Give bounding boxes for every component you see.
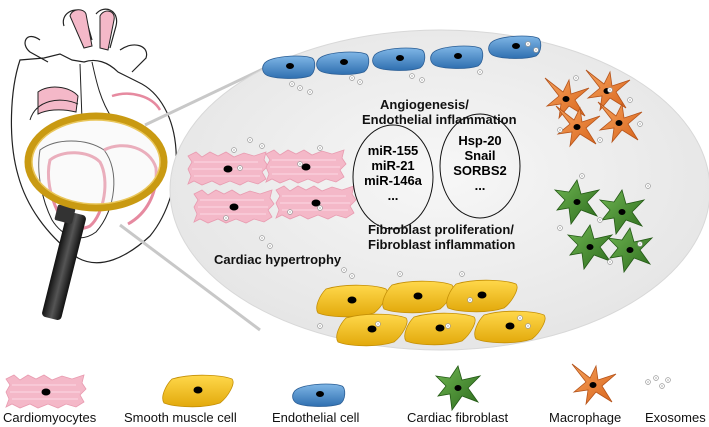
fibroblast-label-1: Fibroblast proliferation/ xyxy=(368,222,514,237)
legend-label-macrophage: Macrophage xyxy=(549,410,622,425)
legend-cardiomyocyte-icon xyxy=(5,374,87,409)
legend-smooth-muscle-icon xyxy=(162,374,234,408)
legend-label-cardiomyocytes: Cardiomyocytes xyxy=(3,410,97,425)
legend-label-fibroblast: Cardiac fibroblast xyxy=(407,410,509,425)
legend-exosome-icon xyxy=(645,375,671,389)
legend-label-endothelial: Endothelial cell xyxy=(272,410,360,425)
mirna-list: miR-155 miR-21 miR-146a ... xyxy=(358,143,428,203)
connector-line-bottom xyxy=(119,223,261,332)
protein-item: ... xyxy=(474,178,486,193)
protein-item: Snail xyxy=(464,148,496,163)
connector-line-top xyxy=(144,66,266,127)
protein-list: Hsp-20 Snail SORBS2 ... xyxy=(445,133,515,193)
angiogenesis-label-1: Angiogenesis/ xyxy=(380,97,469,112)
legend-fibroblast-icon xyxy=(435,365,481,411)
legend-label-smooth-muscle: Smooth muscle cell xyxy=(124,410,237,425)
protein-oval xyxy=(439,113,521,219)
hypertrophy-label: Cardiac hypertrophy xyxy=(214,252,342,267)
magnifier-icon xyxy=(24,112,168,320)
angiogenesis-label-2: Endothelial inflammation xyxy=(362,112,517,127)
zoom-oval xyxy=(169,29,709,351)
mirna-item: ... xyxy=(387,188,399,203)
protein-item: SORBS2 xyxy=(453,163,507,178)
legend-label-exosomes: Exosomes xyxy=(645,410,706,425)
fibroblast-label-2: Fibroblast inflammation xyxy=(368,237,516,252)
mirna-item: miR-155 xyxy=(367,143,419,158)
mirna-item: miR-146a xyxy=(364,173,422,188)
protein-item: Hsp-20 xyxy=(458,133,502,148)
legend-macrophage-icon xyxy=(571,363,617,405)
mirna-item: miR-21 xyxy=(371,158,415,173)
mirna-oval xyxy=(352,124,434,230)
legend-icons xyxy=(5,363,671,411)
legend-endothelial-icon xyxy=(292,383,346,407)
